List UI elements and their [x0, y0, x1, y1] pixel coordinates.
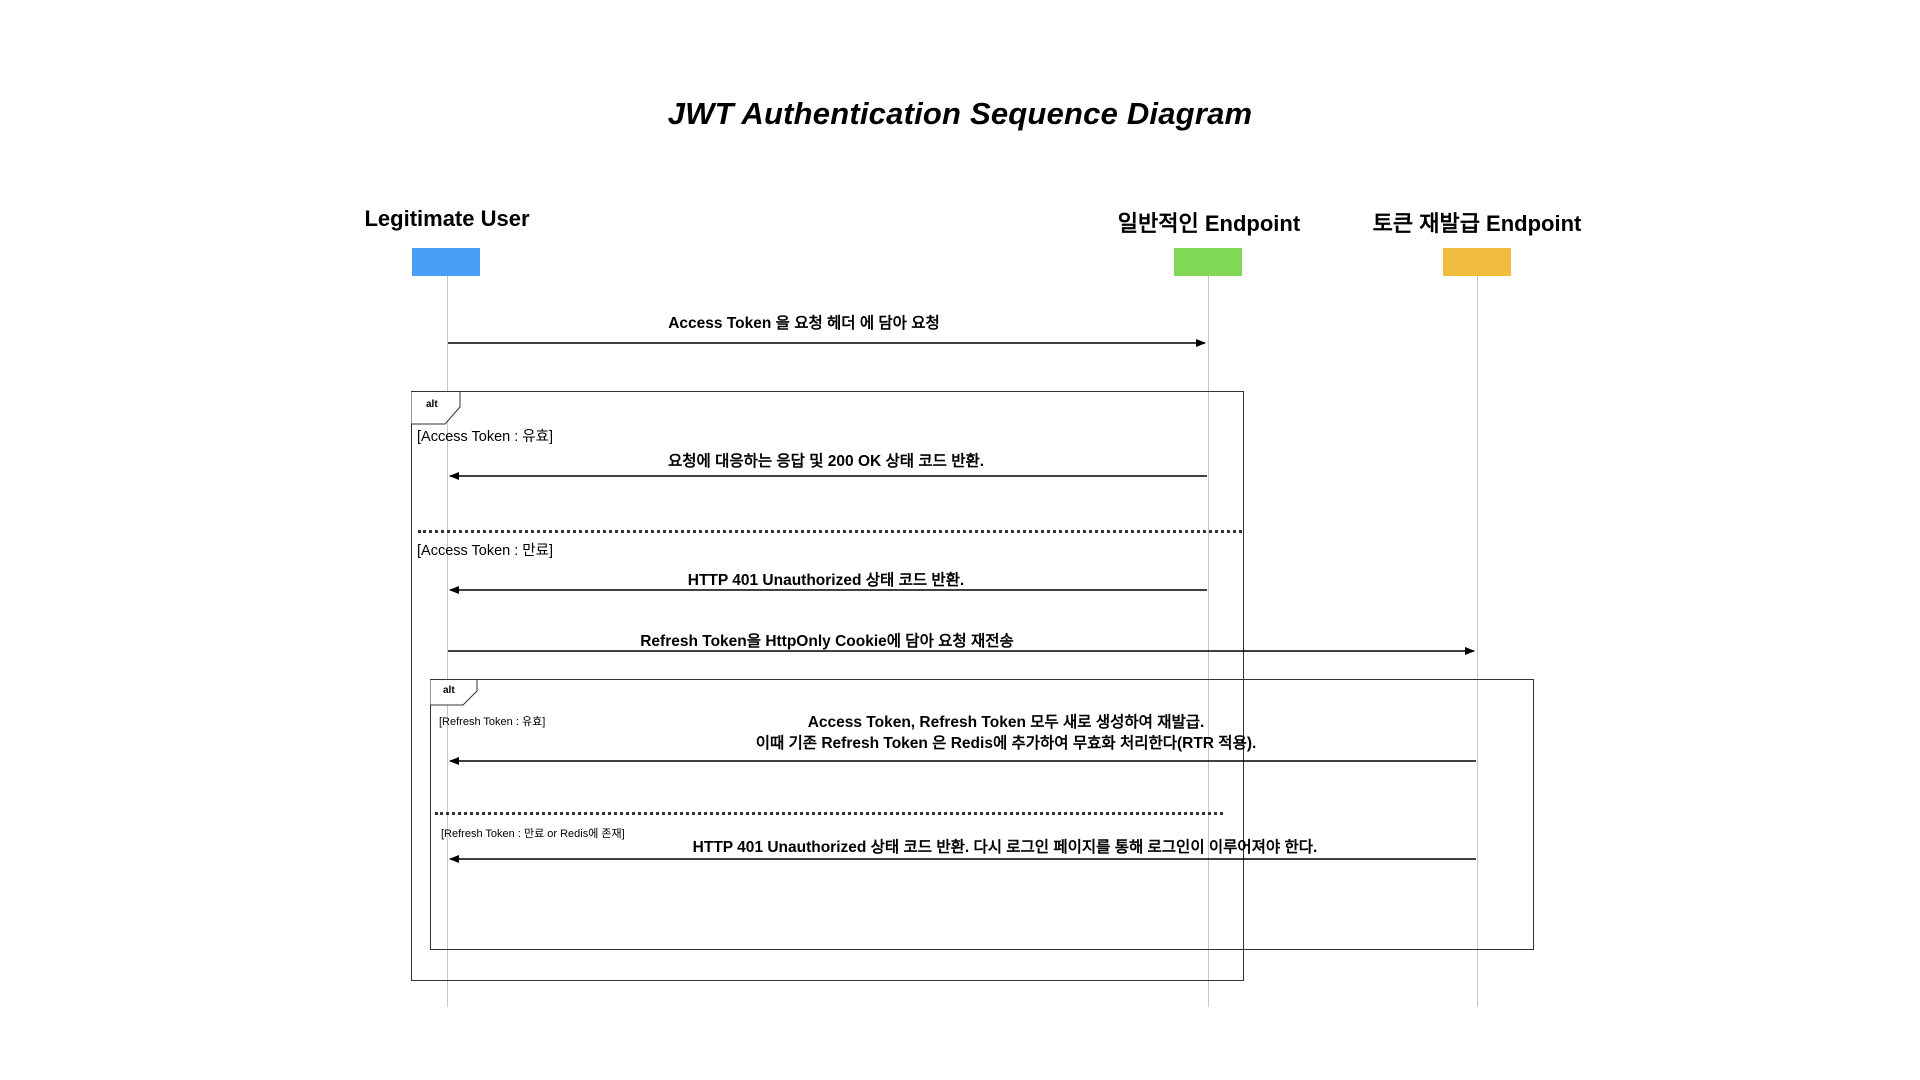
inner-alt-guard-1: [Refresh Token : 유효]	[439, 716, 546, 728]
actor-box-reissue-endpoint	[1443, 248, 1511, 276]
lifeline-user	[447, 276, 448, 1007]
outer-alt-guard-1: [Access Token : 유효]	[417, 429, 554, 445]
inner-alt-tag: alt	[443, 685, 455, 696]
outer-alt-guard-2: [Access Token : 만료]	[417, 543, 554, 559]
outer-alt-separator	[418, 530, 1242, 533]
actor-label-reissue-endpoint: 토큰 재발급 Endpoint	[1372, 211, 1582, 236]
message-m4: Refresh Token을 HttpOnly Cookie에 담아 요청 재전…	[640, 633, 1014, 650]
diagram-title: JWT Authentication Sequence Diagram	[667, 96, 1253, 131]
inner-alt-separator	[435, 812, 1223, 815]
message-m3: HTTP 401 Unauthorized 상태 코드 반환.	[687, 572, 965, 589]
message-m5-line2: 이때 기존 Refresh Token 은 Redis에 추가하여 무효화 처리…	[755, 735, 1257, 752]
inner-alt-tab	[430, 679, 478, 706]
inner-alt-guard-2: [Refresh Token : 만료 or Redis에 존재]	[441, 828, 625, 840]
actor-label-user: Legitimate User	[364, 206, 530, 231]
actor-box-user	[412, 248, 480, 276]
actor-label-endpoint: 일반적인 Endpoint	[1117, 211, 1301, 236]
actor-box-endpoint	[1174, 248, 1242, 276]
lifeline-reissue-endpoint	[1477, 276, 1478, 1007]
outer-alt-tab	[411, 391, 461, 425]
lifeline-endpoint	[1208, 276, 1209, 1007]
outer-alt-tag: alt	[426, 399, 438, 410]
outer-alt-frame: alt	[411, 391, 1244, 981]
message-m2: 요청에 대응하는 응답 및 200 OK 상태 코드 반환.	[667, 453, 985, 470]
message-m1: Access Token 을 요청 헤더 에 담아 요청	[668, 315, 940, 332]
inner-alt-frame: alt	[430, 679, 1534, 950]
message-m5-line1: Access Token, Refresh Token 모두 새로 생성하여 재…	[807, 714, 1205, 731]
message-m6: HTTP 401 Unauthorized 상태 코드 반환. 다시 로그인 페…	[692, 839, 1318, 856]
